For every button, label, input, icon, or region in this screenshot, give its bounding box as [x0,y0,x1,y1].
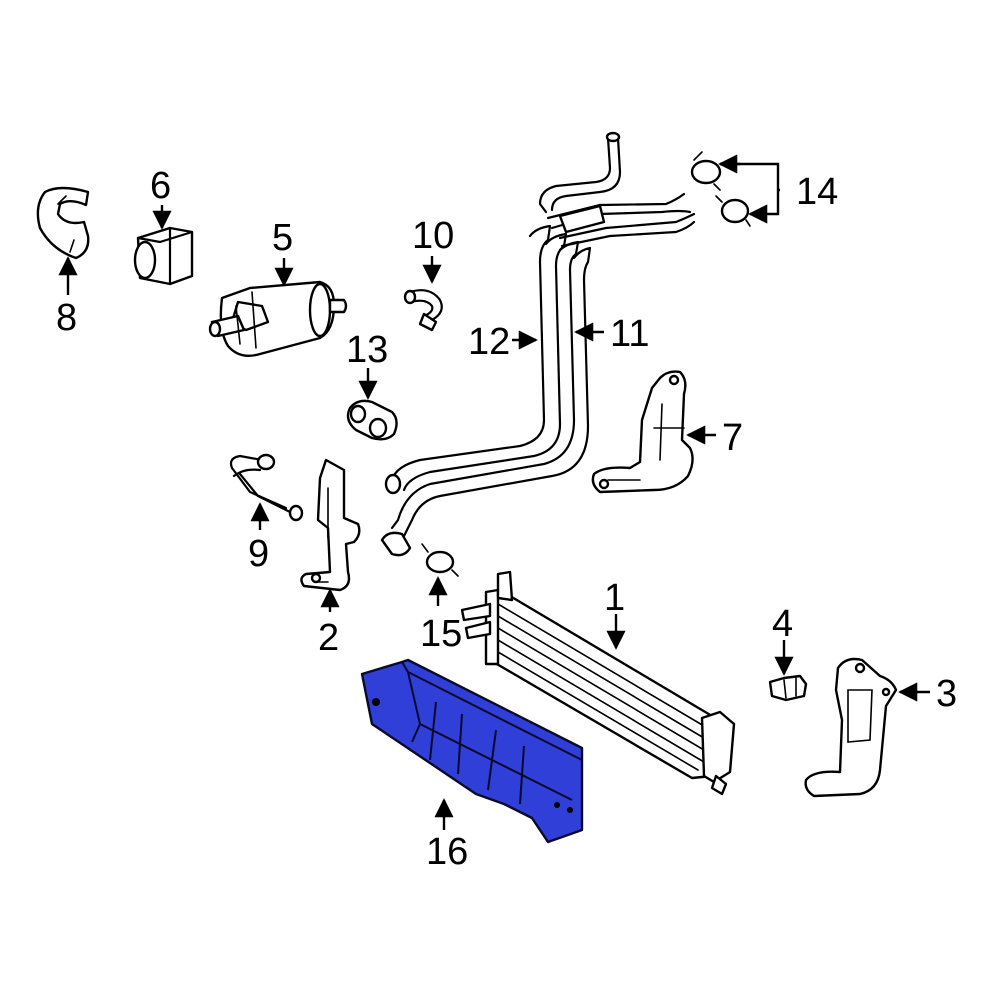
callout-14: 14 [796,171,838,213]
part-15-clamp[interactable] [421,543,459,577]
callout-2: 2 [318,617,339,659]
callout-4: 4 [772,603,793,645]
callout-11: 11 [610,313,649,355]
callout-5: 5 [272,217,293,259]
callout-3: 3 [936,673,957,715]
part-14-clamps[interactable] [690,151,751,227]
part-11-12-hoses[interactable] [380,131,696,557]
callout-9: 9 [248,533,269,575]
part-16-deflector-highlighted[interactable] [360,658,584,844]
callout-10: 10 [412,215,454,257]
part-13-grommet[interactable] [346,399,398,441]
callout-13: 13 [346,329,388,371]
part-4-fitting[interactable] [768,674,808,702]
callout-6: 6 [150,165,171,207]
part-2-bracket[interactable] [300,458,361,592]
part-8-clamp[interactable] [36,186,90,260]
callout-15: 15 [420,613,462,655]
callout-12: 12 [468,321,510,363]
part-1-cooler[interactable] [460,570,736,796]
callout-1: 1 [604,577,625,619]
part-5-pump[interactable] [208,280,348,357]
part-3-bracket[interactable] [804,657,898,798]
callout-16: 16 [426,831,468,873]
part-10-hose[interactable] [403,289,443,332]
callout-8: 8 [56,297,77,339]
part-7-bracket[interactable] [591,370,694,494]
callout-7: 7 [722,417,743,459]
part-9-hose[interactable] [229,453,304,522]
part-6-bushing[interactable] [133,226,194,286]
